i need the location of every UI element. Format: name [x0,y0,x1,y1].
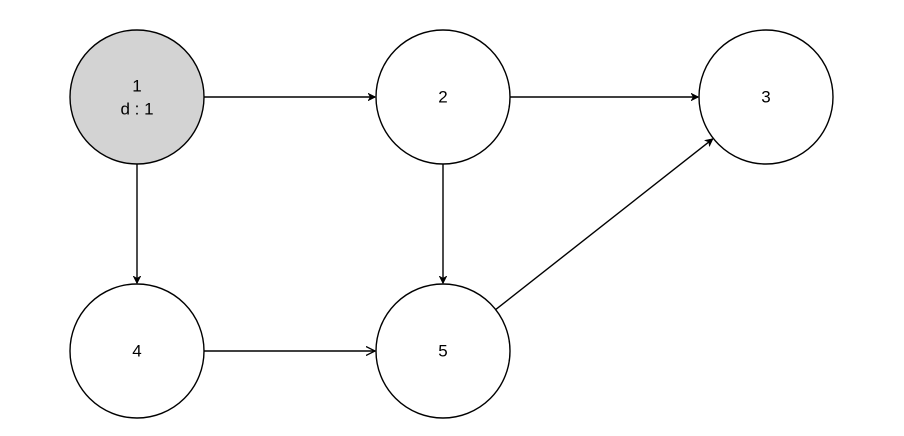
edge-5-to-3 [495,139,713,311]
node-1-circle [69,29,205,165]
nodes-layer: 1 d : 1 2 3 4 5 [69,29,834,419]
node-3-label: 3 [761,87,770,106]
node-4-label: 4 [132,341,141,360]
node-5-label: 5 [438,341,447,360]
node-1: 1 d : 1 [69,29,205,165]
node-1-sublabel: d : 1 [120,99,153,118]
edges-layer [137,97,713,351]
node-5: 5 [375,283,511,419]
node-4: 4 [69,283,205,419]
node-2-label: 2 [438,87,447,106]
node-1-label: 1 [132,76,141,95]
node-2-circle [375,29,511,165]
node-4-circle [69,283,205,419]
node-3-circle [698,29,834,165]
node-2: 2 [375,29,511,165]
node-3: 3 [698,29,834,165]
node-5-circle [375,283,511,419]
